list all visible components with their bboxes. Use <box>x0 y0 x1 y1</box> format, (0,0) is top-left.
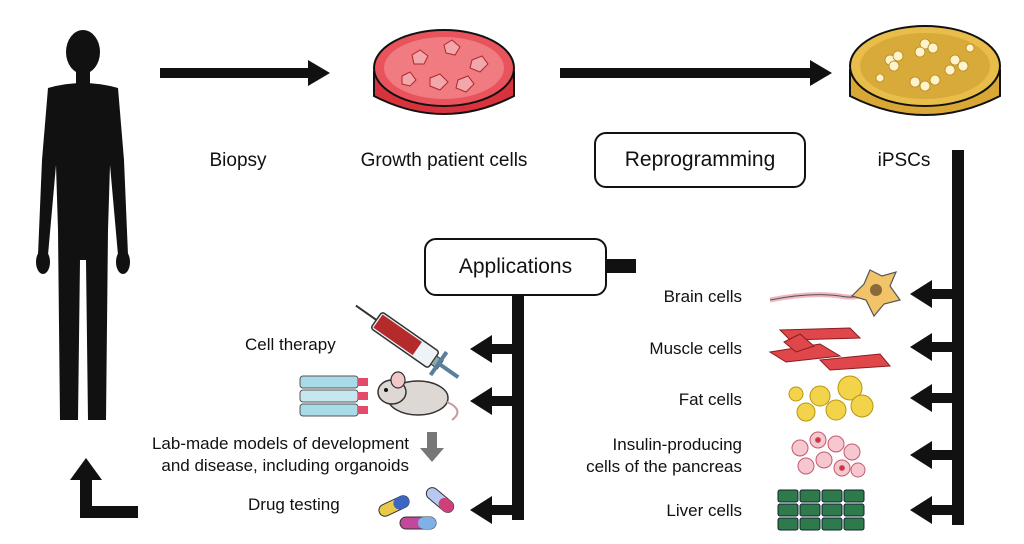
arrow-reprogramming <box>560 60 832 86</box>
insulin-cells-label-line2: cells of the pancreas <box>586 457 742 476</box>
neuron-icon <box>769 269 902 318</box>
models-label-line1: Lab-made models of development <box>151 434 409 453</box>
fat-cells-label: Fat cells <box>678 390 742 409</box>
arrow-to-applications <box>604 259 636 273</box>
differentiation-arrows <box>910 150 964 525</box>
liver-cells-icon <box>777 489 865 531</box>
applications-box: Applications <box>424 238 607 296</box>
growth-cells-label: Growth patient cells <box>360 150 528 171</box>
brain-cells-label: Brain cells <box>663 287 742 306</box>
fat-cells-icon <box>788 375 874 422</box>
muscle-cells-label: Muscle cells <box>649 339 742 358</box>
cell-therapy-label: Cell therapy <box>245 335 336 354</box>
down-arrow-icon <box>420 432 444 462</box>
human-body-icon <box>36 30 130 420</box>
models-label-line2: and disease, including organoids <box>161 456 409 475</box>
liver-cells-label: Liver cells <box>666 501 742 520</box>
insulin-cells-label-line1: Insulin-producing <box>612 435 742 454</box>
culture-flasks-icon <box>299 375 368 417</box>
ipscs-label: iPSCs <box>877 150 931 171</box>
muscle-cells-icon <box>768 327 892 371</box>
biopsy-label: Biopsy <box>209 150 267 171</box>
patient-cells-dish-icon <box>373 29 515 115</box>
ipsc-dish-icon <box>849 25 1001 116</box>
drug-capsules-icon <box>378 487 455 530</box>
pancreas-cells-icon <box>791 431 866 478</box>
mouse-icon <box>377 371 459 421</box>
applications-arrows <box>470 296 524 524</box>
arrow-biopsy <box>160 60 330 86</box>
drug-testing-label: Drug testing <box>248 495 340 514</box>
reprogramming-box: Reprogramming <box>594 132 806 188</box>
return-arrow <box>70 458 138 518</box>
syringe-icon <box>355 304 460 379</box>
